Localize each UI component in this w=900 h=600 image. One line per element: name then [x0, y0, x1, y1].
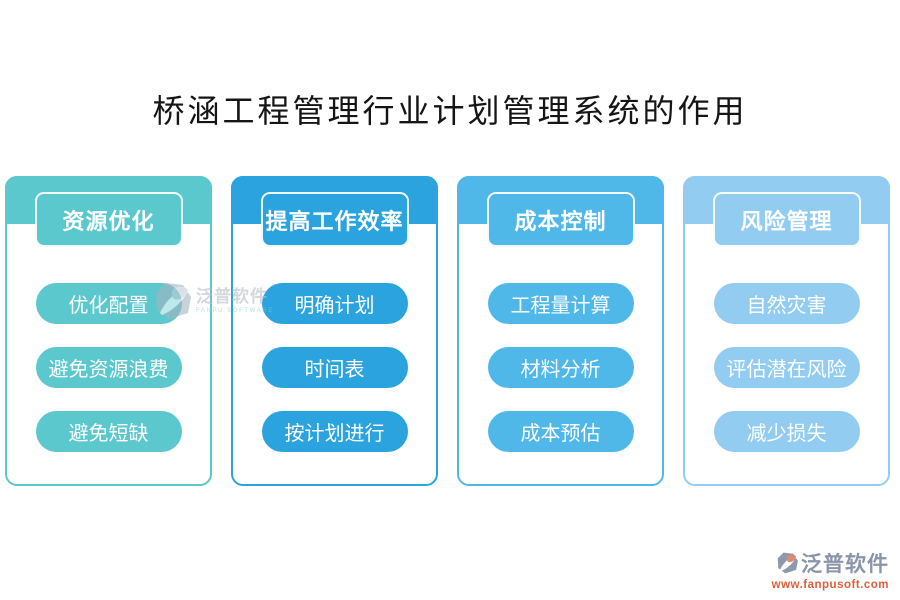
- card-header-label: 资源优化: [62, 208, 155, 234]
- card-item-pill: 材料分析: [487, 347, 634, 388]
- category-card: 成本控制 工程量计算材料分析成本预估: [457, 176, 664, 486]
- page-title: 桥涵工程管理行业计划管理系统的作用: [152, 93, 748, 129]
- card-item-pill: 明确计划: [261, 283, 408, 324]
- footer-brand-row: 泛普软件: [776, 548, 889, 578]
- category-card: 资源优化 优化配置避免资源浪费避免短缺: [5, 176, 212, 486]
- footer-brand-name: 泛普软件: [801, 552, 889, 576]
- card-item-pill: 工程量计算: [487, 283, 634, 324]
- card-header: 提高工作效率: [260, 192, 409, 247]
- footer-url: www.fanpusoft.com: [771, 579, 889, 591]
- card-header-label: 风险管理: [740, 208, 833, 234]
- footer-brand-block: 泛普软件 www.fanpusoft.com: [772, 548, 889, 591]
- card-item-pill: 优化配置: [35, 283, 182, 324]
- category-card: 提高工作效率 明确计划时间表按计划进行: [231, 176, 438, 486]
- card-header: 成本控制: [486, 192, 635, 247]
- card-header: 资源优化: [34, 192, 183, 247]
- card-header-label: 成本控制: [514, 208, 607, 234]
- category-cards-row: 资源优化 优化配置避免资源浪费避免短缺 提高工作效率 明确计划时间表按计划进行 …: [5, 176, 890, 486]
- card-item-pill: 避免短缺: [35, 411, 182, 452]
- card-header-label: 提高工作效率: [265, 208, 404, 234]
- card-item-pill: 减少损失: [713, 411, 860, 452]
- card-item-pill: 按计划进行: [261, 411, 408, 452]
- card-item-pill: 避免资源浪费: [35, 347, 182, 388]
- card-item-pill: 时间表: [261, 347, 408, 388]
- card-item-pill: 评估潜在风险: [713, 347, 860, 388]
- card-item-pill: 成本预估: [487, 411, 634, 452]
- category-card: 风险管理 自然灾害评估潜在风险减少损失: [683, 176, 890, 486]
- fanpu-logo-icon: [777, 552, 798, 574]
- card-header: 风险管理: [712, 192, 861, 247]
- card-item-pill: 自然灾害: [713, 283, 860, 324]
